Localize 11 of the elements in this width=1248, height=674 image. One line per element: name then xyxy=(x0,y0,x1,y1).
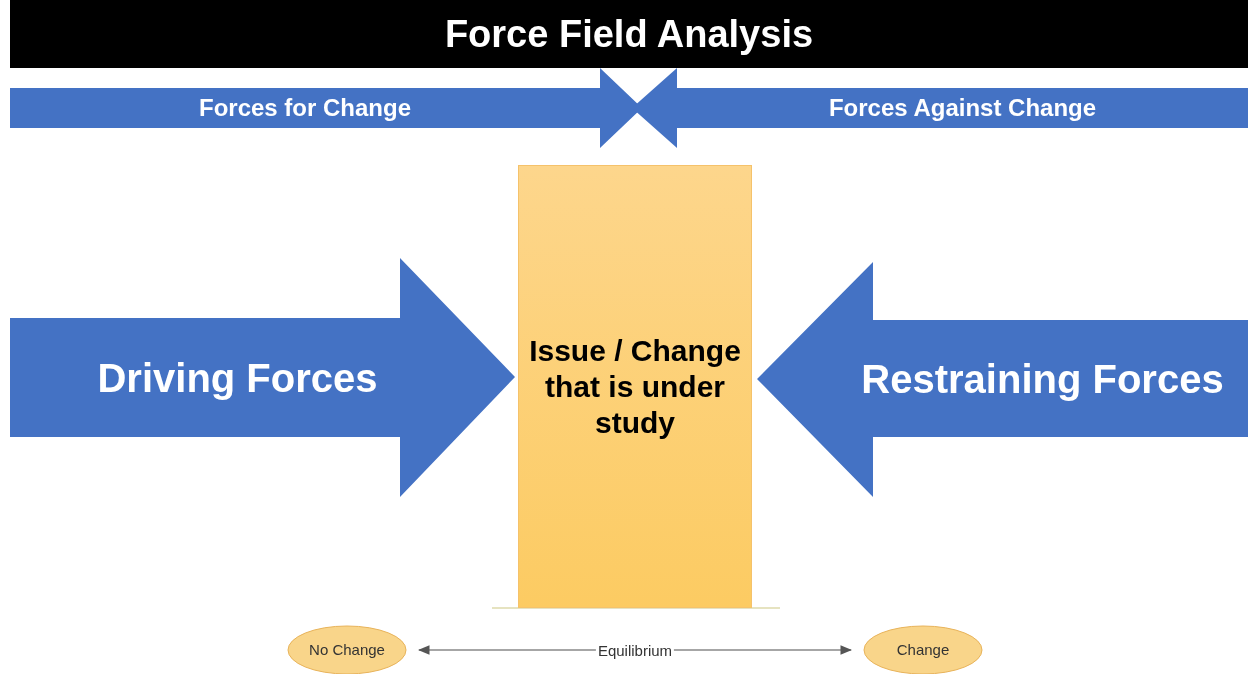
arrow-shape xyxy=(10,258,515,497)
arrow-shape xyxy=(757,262,1248,497)
force-label: Forces for Change xyxy=(197,92,412,123)
title: Force Field Analysis xyxy=(10,0,1248,68)
issue-label: Issue / Change that is under study xyxy=(528,332,742,441)
force-label: Restraining Forces xyxy=(860,355,1225,403)
state-label: No Change xyxy=(308,640,386,660)
force-label: Driving Forces xyxy=(96,354,379,402)
state-label: Change xyxy=(895,640,951,660)
issue-box xyxy=(518,165,752,608)
force-label: Forces Against Change xyxy=(827,92,1098,123)
